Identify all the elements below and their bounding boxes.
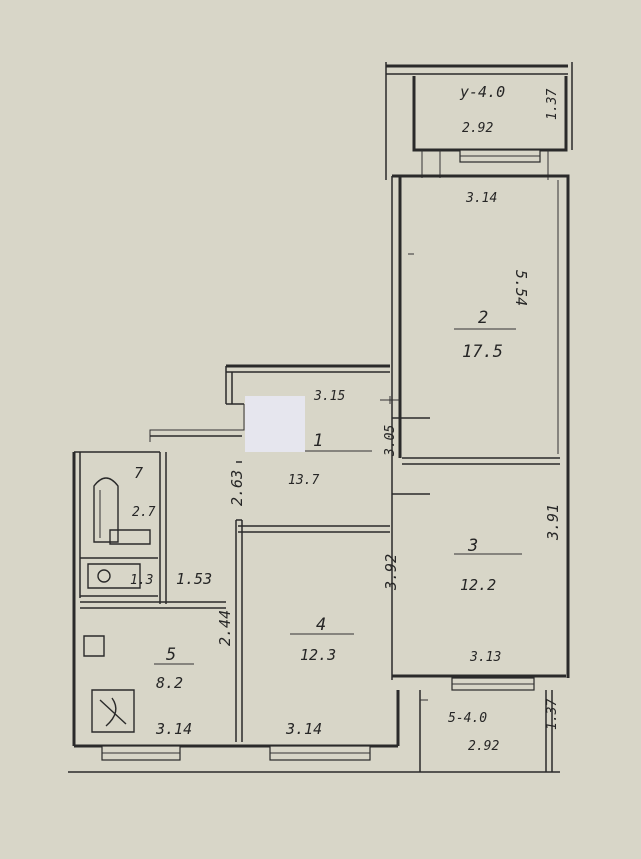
room-4-length: 3.92 [382,554,400,591]
bathtub-icon [93,477,119,543]
balcony-bottom-area: 5-4.0 [448,711,487,726]
room-3-number: 3 [467,536,478,556]
balcony-top-width: 2.92 [462,121,493,136]
room-7-number: 7 [134,464,143,482]
room-1: 3.15 1 13.7 3.05 [149,364,430,521]
room-5-area: 8.2 [156,674,183,692]
room-4-number: 4 [316,615,326,635]
toilet-bowl-icon [97,569,111,583]
wc-area: 1.3 [130,573,153,588]
room-2: 3.14 5.54 2 17.5 [391,174,570,680]
room-3: 3 12.2 3.91 3.13 [392,504,566,691]
room-2-width: 3.14 [465,191,497,206]
toilet-icon [87,563,141,589]
room-7-depth: 2.63 [228,470,246,506]
room-1-area: 13.7 [288,473,319,488]
room-3-width: 3.13 [469,650,501,665]
room-5-depth: 2.44 [216,610,234,646]
room-4-area: 12.3 [300,646,336,664]
balcony-bottom-depth: 1.37 [545,699,560,730]
room-2-number: 2 [478,308,488,328]
room-1-width: 3.15 [313,389,345,404]
sink-icon [109,529,151,545]
room-2-length: 5.54 [512,270,530,306]
room-2-area: 17.5 [462,342,503,362]
balcony-top-depth: 1.37 [545,89,560,120]
outer-bottom-wall [68,690,560,773]
room-1-depth: 3.05 [383,425,398,457]
room-5-width: 3.14 [155,720,192,738]
balcony-bottom: 5-4.0 2.92 1.37 [419,690,560,772]
balcony-bottom-width: 2.92 [468,739,499,754]
room-3-length: 3.91 [544,504,562,541]
balcony-top-area: у-4.0 [459,83,505,101]
room-4-width: 3.14 [285,720,322,738]
room-5-number: 5 [166,645,176,665]
patch [245,396,305,452]
stove-icon [91,689,135,733]
room-7: 7 2.7 2.63 1.3 1.53 [72,451,246,604]
room-4: 4 12.3 3.92 3.14 [235,520,400,742]
stove-burner-icon [99,697,127,727]
room-3-area: 12.2 [460,576,496,594]
room-1-number: 1 [313,431,323,451]
sink-kitchen-icon [83,635,105,657]
room-7-area: 2.7 [132,505,156,520]
corridor-width: 1.53 [176,570,212,588]
room-5: 5 8.2 2.44 3.14 [72,598,234,746]
balcony-top: у-4.0 2.92 1.37 [385,62,573,180]
